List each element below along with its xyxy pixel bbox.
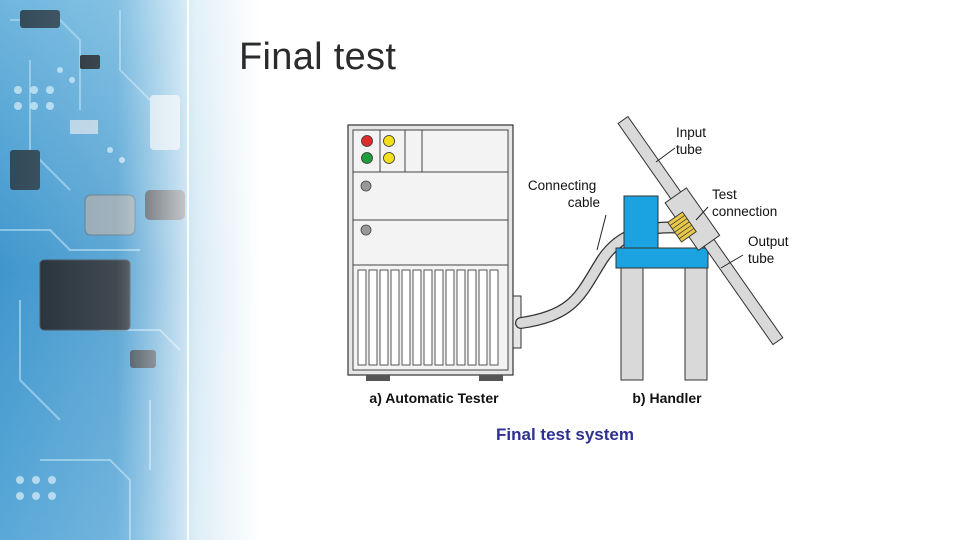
handler-caption: b) Handler (632, 390, 702, 406)
final-test-system-caption: Final test system (496, 425, 634, 444)
tester-foot (366, 375, 390, 381)
final-test-system-diagram: Input tube Connecting cable Test connect… (340, 110, 800, 450)
connecting-cable-label-line-2: cable (568, 195, 600, 210)
handler-head (623, 195, 659, 253)
red-indicator-light (361, 135, 373, 147)
drawer-knob (360, 180, 372, 192)
connecting-cable (515, 221, 691, 329)
input-tube-label-line-1: Input (676, 125, 706, 140)
test-connection-label: Test connection (712, 187, 777, 219)
diagram-canvas: Input tube Connecting cable Test connect… (347, 115, 792, 444)
test-connection-label-line-2: connection (712, 204, 777, 219)
automatic-tester-caption: a) Automatic Tester (369, 390, 499, 406)
output-tube-label: Output tube (748, 234, 792, 266)
test-connection-chip (667, 211, 697, 243)
test-connection-label-line-1: Test (712, 187, 737, 202)
input-tube-label: Input tube (676, 125, 710, 157)
connecting-cable-label-line-1: Connecting (528, 178, 596, 193)
output-tube-label-line-2: tube (748, 251, 774, 266)
slide-title: Final test (239, 36, 397, 78)
tester-foot (479, 375, 503, 381)
handler-leg (684, 267, 708, 381)
handler (615, 115, 784, 381)
circuit-board-graphic (0, 0, 260, 540)
leader-lines (596, 147, 744, 269)
input-tube-label-line-2: tube (676, 142, 702, 157)
handler-leg (620, 267, 644, 381)
yellow-indicator-light (383, 152, 395, 164)
tester-vent-slats (357, 269, 499, 366)
yellow-indicator-light (383, 135, 395, 147)
output-tube-label-line-1: Output (748, 234, 789, 249)
connecting-cable-label: Connecting cable (528, 178, 600, 210)
handler-tube (617, 115, 784, 346)
drawer-knob (360, 224, 372, 236)
green-indicator-light (361, 152, 373, 164)
handler-base (615, 247, 709, 269)
circuit-board-image (0, 0, 260, 540)
automatic-tester (347, 124, 522, 381)
